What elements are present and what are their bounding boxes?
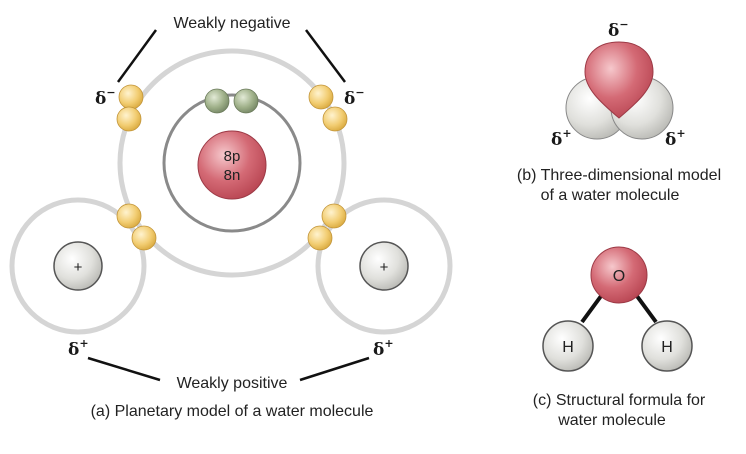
hydrogen-nucleus-right — [359, 241, 409, 291]
caption-c-line2: water molecule — [557, 412, 666, 429]
delta-minus-right: δ− — [344, 86, 365, 109]
planetary-model: 8p 8n + + Weakly negative δ− δ− — [9, 15, 453, 420]
hydrogen-right-shell — [315, 197, 453, 335]
inner-electron — [204, 88, 230, 114]
three-dimensional-model: δ− δ+ δ+ (b) Three-dimensional model of … — [517, 18, 721, 204]
oxygen-inner-shell — [162, 93, 302, 233]
nucleus-protons: 8p — [224, 148, 241, 165]
electron — [116, 203, 142, 229]
leader-line — [87, 356, 161, 382]
oxygen-outer-shell — [117, 48, 347, 278]
delta-minus-3d: δ− — [608, 18, 629, 41]
caption-b-line1: (b) Three-dimensional model — [517, 167, 721, 184]
hydrogen-symbol-left: H — [562, 339, 574, 356]
electron — [116, 106, 142, 132]
delta-plus-3d-left: δ+ — [551, 127, 572, 150]
oxygen-nucleus — [197, 130, 267, 200]
oxygen-symbol: O — [613, 268, 625, 285]
delta-plus-left: δ+ — [68, 337, 89, 360]
caption-a: (a) Planetary model of a water molecule — [91, 403, 374, 420]
hydrogen-nucleus-left — [53, 241, 103, 291]
hydrogen-sign-right: + — [380, 259, 389, 276]
hydrogen-left-shell — [9, 197, 147, 335]
hydrogen-symbol-right: H — [661, 339, 673, 356]
hydrogen-atom-structural-right — [641, 320, 693, 372]
leader-line — [116, 29, 158, 83]
electron — [307, 225, 333, 251]
oxygen-atom — [584, 41, 654, 119]
electron — [131, 225, 157, 251]
hydrogen-atom-structural-left — [542, 320, 594, 372]
nucleus-neutrons: 8n — [224, 167, 241, 184]
weakly-positive-label: Weakly positive — [177, 375, 288, 392]
oxygen-atom-structural — [590, 246, 648, 304]
leader-line — [305, 29, 346, 83]
electron — [308, 84, 334, 110]
electron — [118, 84, 144, 110]
delta-minus-left: δ− — [95, 86, 116, 109]
delta-plus-3d-right: δ+ — [665, 127, 686, 150]
delta-plus-right: δ+ — [373, 337, 394, 360]
inner-electron — [233, 88, 259, 114]
bond-right — [632, 290, 658, 324]
caption-b-line2: of a water molecule — [541, 187, 680, 204]
leader-line — [299, 356, 370, 382]
electron — [322, 106, 348, 132]
structural-formula: O H H (c) Structural formula for water m… — [533, 246, 706, 429]
hydrogen-sign-left: + — [74, 259, 83, 276]
weakly-negative-label: Weakly negative — [173, 15, 290, 32]
electron — [321, 203, 347, 229]
bond-left — [580, 290, 606, 324]
caption-c-line1: (c) Structural formula for — [533, 392, 706, 409]
